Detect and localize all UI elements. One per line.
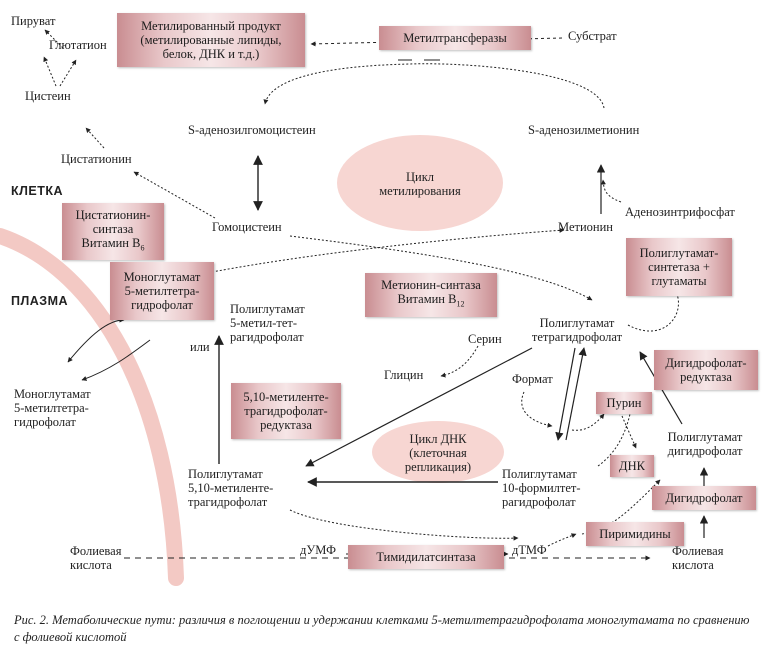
arrow-methylene-tmp — [289, 509, 519, 541]
arrow-formyl-purine — [597, 413, 631, 467]
box-methylated-product: Метилированный продукт(метилированные ли… — [117, 13, 305, 67]
node-glycine: Глицин — [384, 368, 424, 382]
node-glutathione: Глютатион — [49, 38, 107, 52]
arrow-plasma-transport-2 — [81, 339, 151, 381]
box-dna: ДНК — [610, 455, 654, 477]
box-thymidylate-synthase: Тимидилатсинтаза — [348, 545, 504, 569]
arrow-sam-sah — [263, 63, 605, 109]
arrow-polythf-formyl-2 — [565, 347, 587, 441]
region-label-plasma: ПЛАЗМА — [11, 294, 69, 308]
arrow-cysteine-pyruvate — [43, 56, 57, 87]
arrow-polythf-formyl-1 — [555, 347, 576, 441]
box-purine: Пурин — [596, 392, 652, 414]
node-cysteine: Цистеин — [25, 89, 71, 103]
node-serine: Серин — [468, 332, 502, 346]
methylation-cycle-ellipse — [337, 135, 503, 231]
arrow-homocysteine-cystathionine — [133, 171, 216, 219]
node-sam: S-аденозилметионин — [528, 123, 640, 137]
box-dihydrofolate: Дигидрофолат — [652, 486, 756, 510]
node-dtmp: дТМФ — [512, 543, 547, 557]
arrow-dtmp-pyrimidines — [547, 533, 577, 547]
node-sah: S-аденозилгомоцистеин — [188, 123, 316, 137]
region-label-cell: КЛЕТКА — [11, 184, 64, 198]
node-formate: Формат — [512, 372, 553, 386]
box-polyglutamate-synthetase: Полиглутамат-синтетаза +глутаматы — [626, 238, 732, 296]
arrow-cysteine-glutathione — [59, 59, 77, 87]
box-mthfr: 5,10-метиленте-трагидрофолат-редуктаза — [231, 383, 341, 439]
node-atp: Аденозинтрифосфат — [625, 205, 735, 219]
dna-cycle-ellipse — [372, 421, 504, 483]
arrow-homocysteine-methionine — [211, 227, 565, 273]
node-or: или — [190, 340, 210, 354]
node-substrate: Субстрат — [568, 29, 617, 43]
arrow-to-purine — [571, 413, 605, 431]
arrow-cystathionine-cysteine — [85, 127, 105, 149]
box-pyrimidines: Пиримидины — [586, 522, 684, 546]
arrow-glutathione-pyruvate — [44, 29, 64, 49]
arrow-polyglutamate-loop — [627, 280, 679, 332]
node-homocysteine: Гомоцистеин — [212, 220, 282, 234]
arrow-serine-glycine — [440, 345, 479, 378]
box-methyltransferases: Метилтрансферазы — [379, 26, 531, 50]
arrow-purine-dna — [621, 415, 637, 449]
node-cystathionine: Цистатионин — [61, 152, 132, 166]
arrow-formate — [521, 391, 553, 428]
node-dump: дУМФ — [300, 543, 337, 557]
arrow-polythf-methylene — [305, 347, 533, 467]
arrow-atp — [600, 179, 622, 203]
node-methionine: Метионин — [558, 220, 613, 234]
arrow-plasma-transport — [67, 317, 125, 363]
figure-caption: Рис. 2. Метаболические пути: различия в … — [14, 613, 750, 644]
box-dhfr: Дигидрофолат-редуктаза — [654, 350, 758, 390]
node-pyruvate: Пируват — [11, 14, 56, 28]
